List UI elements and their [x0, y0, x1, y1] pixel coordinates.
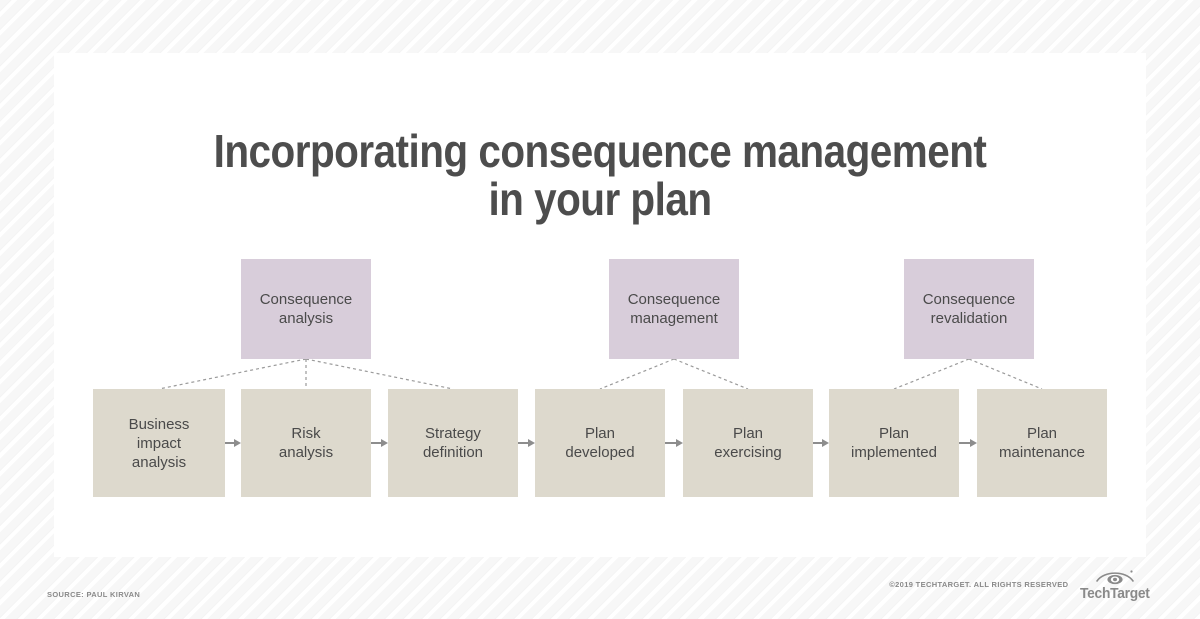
node-label: Business impact analysis	[128, 415, 190, 471]
node-plan-exercising[interactable]: Plan exercising	[683, 389, 813, 497]
techtarget-logo: TechTarget	[1077, 568, 1153, 601]
node-plan-maintenance[interactable]: Plan maintenance	[977, 389, 1107, 497]
connector-consequence-management-to-plan-developed	[599, 358, 675, 390]
diagram-stage: Consequence analysis Consequence managem…	[54, 53, 1146, 557]
node-label: Risk analysis	[278, 425, 334, 461]
footer-brand-block: ©2019 TECHTARGET. ALL RIGHTS RESERVED Te…	[889, 568, 1153, 601]
node-consequence-revalidation[interactable]: Consequence revalidation	[904, 259, 1034, 359]
arrow-head-icon	[234, 439, 241, 447]
arrow-shaft	[959, 442, 970, 444]
connector-consequence-revalidation-to-plan-maintenance	[968, 358, 1043, 390]
node-label: Plan exercising	[714, 425, 782, 461]
techtarget-wordmark: TechTarget	[1080, 585, 1150, 602]
page-title: Incorporating consequence management in …	[213, 124, 987, 225]
node-label: Consequence revalidation	[922, 291, 1016, 327]
content-card: Incorporating consequence management in …	[54, 53, 1146, 557]
arrow-shaft	[225, 442, 234, 444]
node-label: Consequence analysis	[259, 291, 353, 327]
node-business-impact-analysis[interactable]: Business impact analysis	[93, 389, 225, 497]
arrow-shaft	[518, 442, 528, 444]
node-label: Strategy definition	[422, 425, 484, 461]
connector-consequence-revalidation-to-plan-implemented	[893, 358, 970, 390]
connector-consequence-analysis-to-business-impact-analysis	[158, 358, 307, 390]
arrow-plan-implemented-to-plan-maintenance	[959, 438, 977, 448]
arrow-strategy-definition-to-plan-developed	[518, 438, 535, 448]
arrow-head-icon	[381, 439, 388, 447]
node-risk-analysis[interactable]: Risk analysis	[241, 389, 371, 497]
node-plan-developed[interactable]: Plan developed	[535, 389, 665, 497]
arrow-shaft	[665, 442, 676, 444]
node-strategy-definition[interactable]: Strategy definition	[388, 389, 518, 497]
node-label: Plan implemented	[851, 425, 937, 461]
arrow-head-icon	[822, 439, 829, 447]
node-label: Plan developed	[565, 425, 635, 461]
arrow-shaft	[813, 442, 822, 444]
node-label: Plan maintenance	[999, 425, 1085, 461]
source-credit: SOURCE: PAUL KIRVAN	[47, 590, 141, 599]
arrow-head-icon	[676, 439, 683, 447]
node-consequence-analysis[interactable]: Consequence analysis	[241, 259, 371, 359]
connector-consequence-management-to-plan-exercising	[673, 358, 749, 390]
arrow-business-impact-analysis-to-risk-analysis	[225, 438, 241, 448]
arrow-head-icon	[970, 439, 977, 447]
arrow-risk-analysis-to-strategy-definition	[371, 438, 388, 448]
arrow-shaft	[371, 442, 381, 444]
copyright-notice: ©2019 TECHTARGET. ALL RIGHTS RESERVED	[889, 579, 1069, 589]
connector-consequence-analysis-to-strategy-definition	[305, 358, 454, 390]
arrow-plan-exercising-to-plan-implemented	[813, 438, 829, 448]
node-consequence-management[interactable]: Consequence management	[609, 259, 739, 359]
eye-icon	[1096, 570, 1134, 585]
arrow-head-icon	[528, 439, 535, 447]
node-label: Consequence management	[627, 291, 721, 327]
node-plan-implemented[interactable]: Plan implemented	[829, 389, 959, 497]
arrow-plan-developed-to-plan-exercising	[665, 438, 683, 448]
